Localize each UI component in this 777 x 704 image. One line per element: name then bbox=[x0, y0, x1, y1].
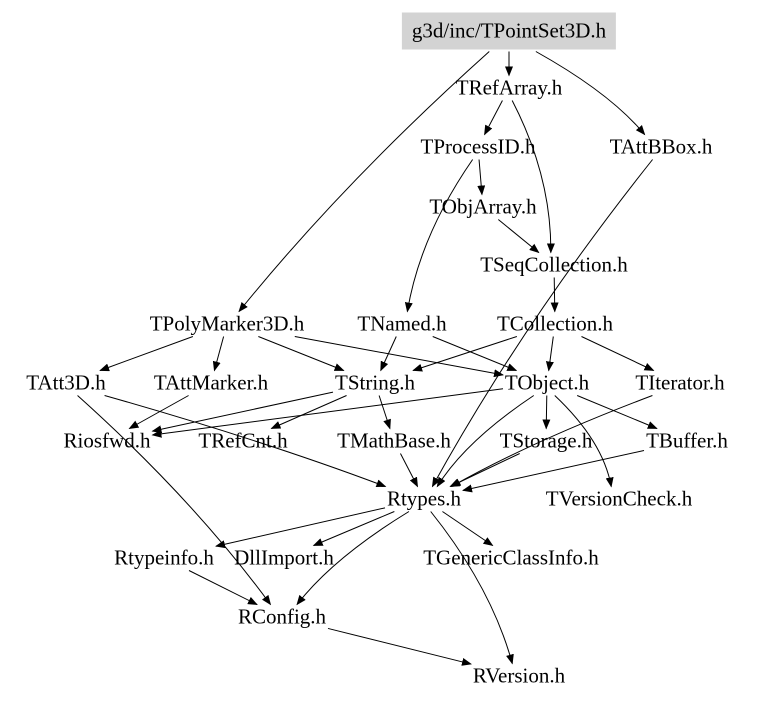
edge-tobjarray-to-tseqcollection bbox=[497, 219, 540, 254]
edge-rtypes-to-rtypeinfo bbox=[215, 507, 386, 549]
node-tversioncheck[interactable]: TVersionCheck.h bbox=[545, 486, 693, 511]
edge-tseqcollection-to-tcollection bbox=[550, 277, 559, 313]
node-trefcnt[interactable]: TRefCnt.h bbox=[198, 428, 288, 453]
edge-rconfig-to-rversion bbox=[327, 627, 472, 666]
edge-tmathbase-to-rtypes bbox=[400, 453, 418, 488]
edge-tstring-to-tmathbase bbox=[378, 395, 391, 430]
edge-root-to-tattbbox bbox=[535, 51, 646, 136]
node-trefarray[interactable]: TRefArray.h bbox=[455, 75, 563, 100]
node-rtypes[interactable]: Rtypes.h bbox=[386, 486, 462, 511]
node-tmathbase[interactable]: TMathBase.h bbox=[337, 428, 451, 453]
edge-tpolymarker3d-to-tstring bbox=[258, 336, 345, 371]
edge-titerator-to-rtypes bbox=[450, 395, 653, 487]
node-dllimport[interactable]: DllImport.h bbox=[234, 545, 334, 570]
node-tstring[interactable]: TString.h bbox=[335, 370, 415, 395]
edge-rtypes-to-rconfig bbox=[296, 511, 410, 606]
edge-tpolymarker3d-to-tobject bbox=[294, 336, 504, 378]
edge-tnamed-to-tobject bbox=[432, 336, 518, 371]
edge-rtypeinfo-to-rconfig bbox=[188, 570, 258, 605]
node-tbuffer[interactable]: TBuffer.h bbox=[646, 428, 728, 453]
node-tattbbox[interactable]: TAttBBox.h bbox=[609, 134, 713, 159]
node-rconfig[interactable]: RConfig.h bbox=[237, 604, 327, 629]
node-rversion[interactable]: RVersion.h bbox=[472, 663, 566, 688]
edge-tpolymarker3d-to-tattmarker bbox=[212, 336, 225, 372]
node-tprocessid[interactable]: TProcessID.h bbox=[420, 134, 536, 159]
node-tatt3d[interactable]: TAtt3D.h bbox=[26, 370, 106, 395]
edge-tstring-to-riosfwd bbox=[151, 391, 334, 434]
edge-tprocessid-to-tnamed bbox=[404, 159, 474, 313]
node-root[interactable]: g3d/inc/TPointSet3D.h bbox=[401, 12, 617, 50]
edge-tatt3d-to-rconfig bbox=[77, 395, 272, 606]
edge-tpolymarker3d-to-tatt3d bbox=[99, 336, 194, 372]
node-riosfwd[interactable]: Riosfwd.h bbox=[63, 428, 151, 453]
node-tseqcollection[interactable]: TSeqCollection.h bbox=[480, 252, 628, 277]
edge-trefarray-to-tseqcollection bbox=[511, 100, 555, 254]
edge-tobject-to-riosfwd bbox=[151, 388, 504, 438]
node-tnamed[interactable]: TNamed.h bbox=[357, 311, 447, 336]
edge-tobject-to-rtypes bbox=[436, 395, 535, 488]
edge-tcollection-to-tobject bbox=[545, 336, 554, 372]
edge-tcollection-to-tstring bbox=[412, 336, 518, 372]
edge-rtypes-to-dllimport bbox=[312, 511, 395, 546]
edge-tstring-to-trefcnt bbox=[270, 395, 347, 429]
node-tattmarker[interactable]: TAttMarker.h bbox=[153, 370, 269, 395]
node-tcollection[interactable]: TCollection.h bbox=[496, 311, 614, 336]
edge-rtypes-to-tgenericclassinfo bbox=[442, 511, 494, 547]
edge-tcollection-to-titerator bbox=[581, 336, 655, 371]
edge-tnamed-to-tstring bbox=[380, 336, 397, 372]
edge-tprocessid-to-tobjarray bbox=[477, 159, 486, 196]
edge-tattmarker-to-riosfwd bbox=[128, 395, 189, 429]
node-tobjarray[interactable]: TObjArray.h bbox=[429, 194, 537, 219]
node-rtypeinfo[interactable]: Rtypeinfo.h bbox=[114, 545, 214, 570]
node-tgenericclassinfo[interactable]: TGenericClassInfo.h bbox=[423, 545, 599, 570]
edge-tatt3d-to-rtypes bbox=[104, 395, 387, 488]
node-tobject[interactable]: TObject.h bbox=[504, 370, 590, 395]
edge-tobject-to-tversioncheck bbox=[554, 395, 614, 488]
edge-tobject-to-tbuffer bbox=[576, 395, 658, 429]
edge-trefarray-to-tprocessid bbox=[484, 100, 503, 136]
node-tstorage[interactable]: TStorage.h bbox=[499, 428, 593, 453]
node-titerator[interactable]: TIterator.h bbox=[635, 370, 725, 395]
edge-tobject-to-tstorage bbox=[542, 395, 551, 430]
edge-rtypes-to-rversion bbox=[430, 511, 514, 665]
edge-tbuffer-to-rtypes bbox=[462, 449, 645, 493]
node-tpolymarker3d[interactable]: TPolyMarker3D.h bbox=[149, 311, 305, 336]
edge-tattbbox-to-rtypes bbox=[431, 159, 653, 488]
edge-root-to-tpolymarker3d bbox=[238, 51, 490, 313]
